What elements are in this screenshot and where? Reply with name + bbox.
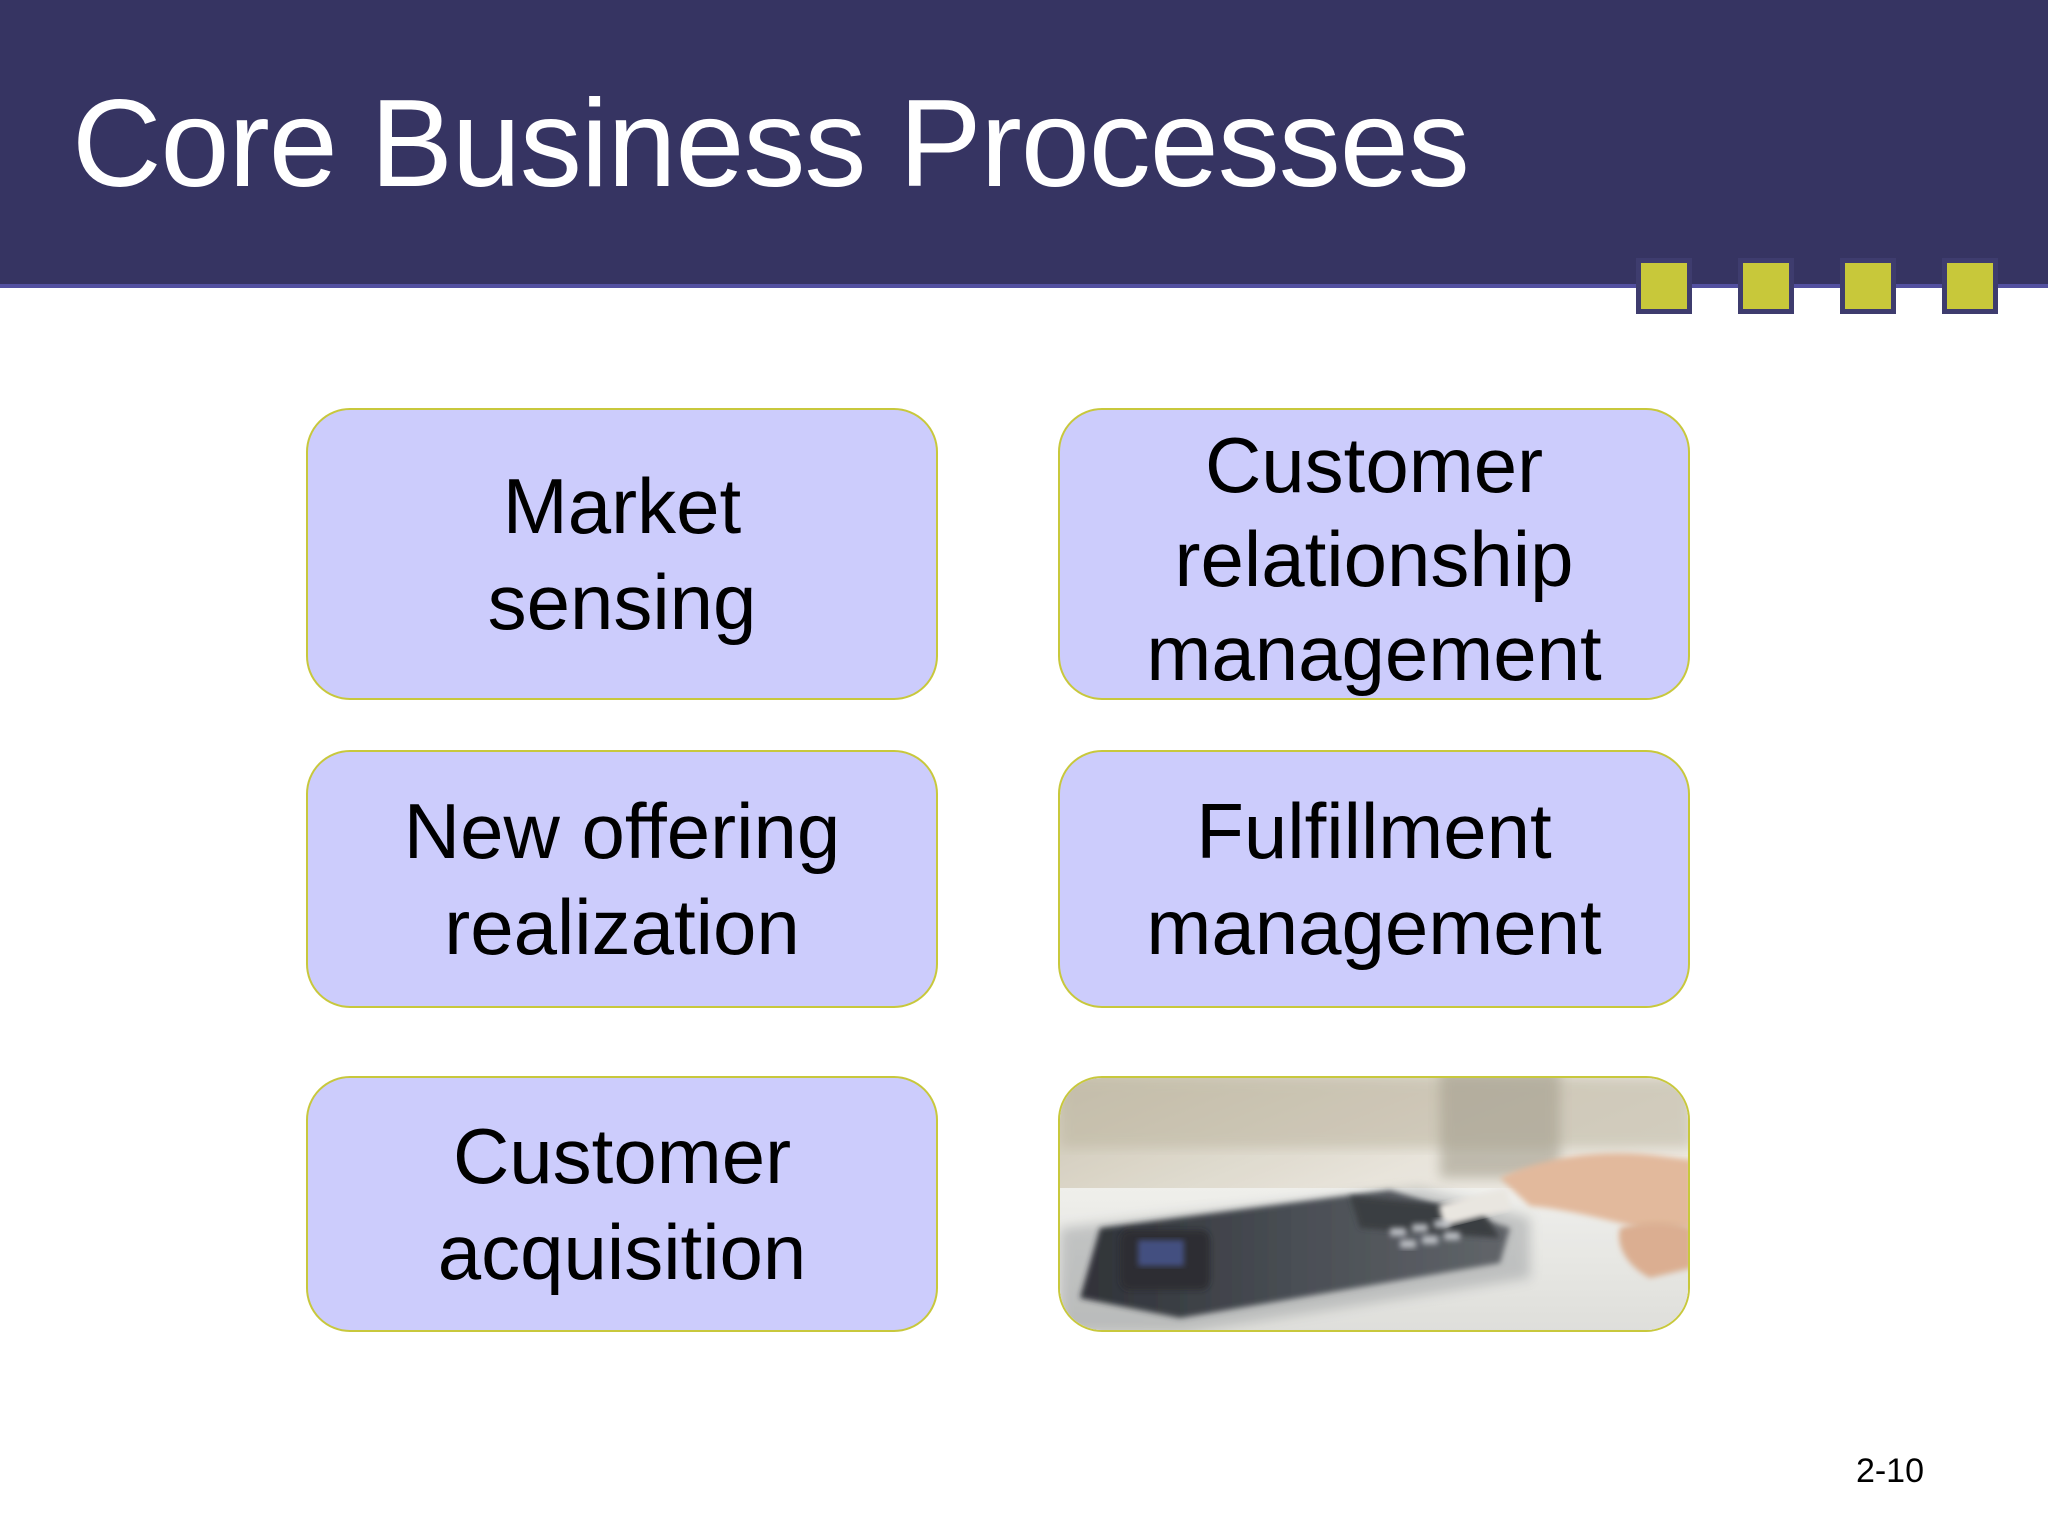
decorative-square-1 <box>1636 258 1692 314</box>
process-box-customer-relationship-management: Customer relationship management <box>1058 408 1690 700</box>
process-label: Customer relationship management <box>1146 421 1602 697</box>
process-label: New offering realization <box>403 787 841 971</box>
card-payment-terminal-photo <box>1058 1076 1690 1332</box>
decorative-square-2 <box>1738 258 1794 314</box>
process-box-fulfillment-management: Fulfillment management <box>1058 750 1690 1008</box>
process-box-market-sensing: Market sensing <box>306 408 938 700</box>
title-bar <box>0 0 2048 284</box>
process-label: Market sensing <box>487 462 757 646</box>
process-label: Customer acquisition <box>437 1112 807 1296</box>
card-payment-terminal-icon <box>1060 1078 1688 1330</box>
title-bar-rule <box>0 284 2048 288</box>
slide-title: Core Business Processes <box>72 75 1470 213</box>
decorative-square-3 <box>1840 258 1896 314</box>
page-number: 2-10 <box>1855 1452 1924 1490</box>
decorative-square-4 <box>1942 258 1998 314</box>
process-label: Fulfillment management <box>1146 787 1602 971</box>
process-box-new-offering-realization: New offering realization <box>306 750 938 1008</box>
process-box-customer-acquisition: Customer acquisition <box>306 1076 938 1332</box>
